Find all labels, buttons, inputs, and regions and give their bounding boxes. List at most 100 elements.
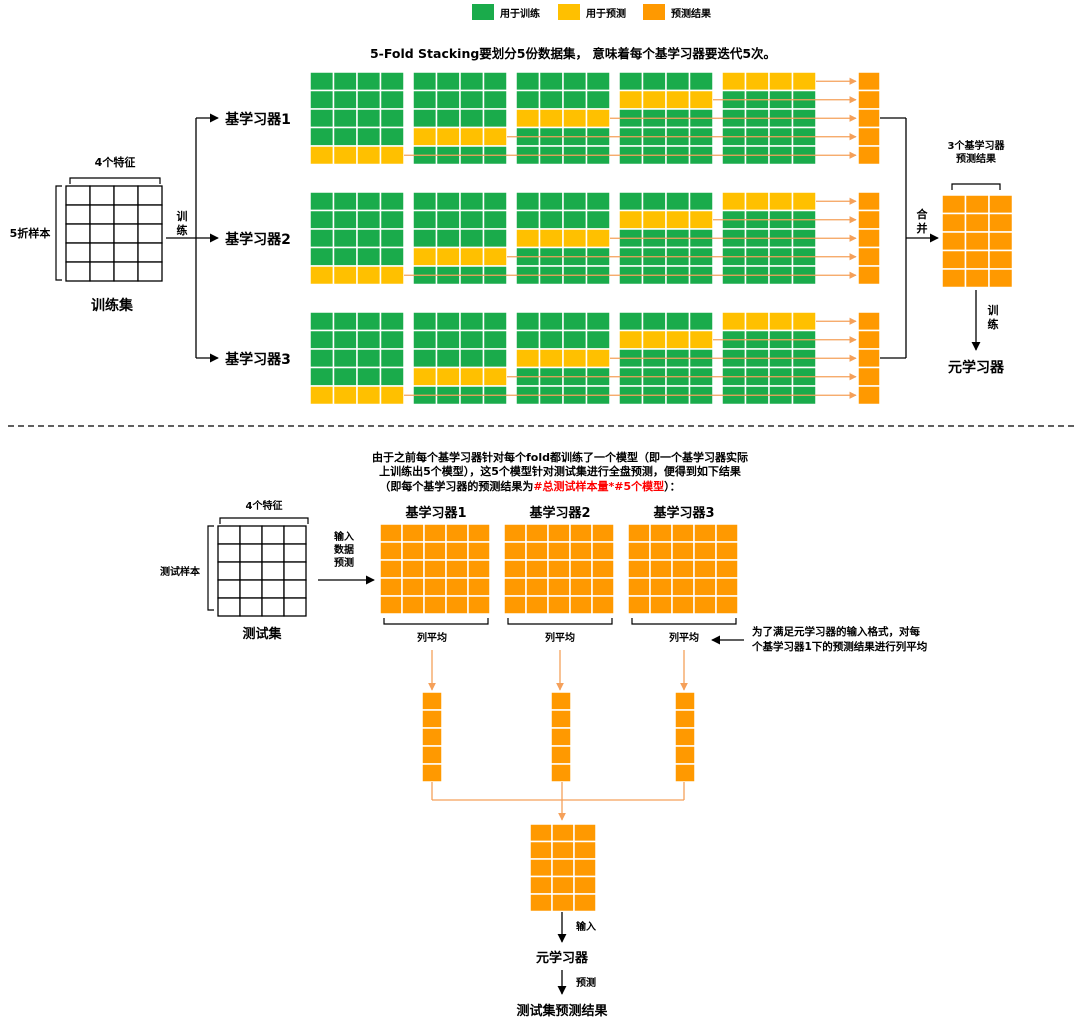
learner-2-fold-2-cell [482, 228, 508, 249]
averaged-column-1-cell [421, 727, 443, 747]
learner-1-fold-2-cell [435, 126, 461, 147]
learner-1-result-cell [857, 89, 881, 110]
learner-3-fold-3-cell [585, 348, 611, 369]
test-learner-1-prediction-cell [401, 577, 425, 597]
merge-connector [880, 117, 939, 359]
training-set-cell [65, 261, 91, 282]
learner-2-fold-4-cell [618, 191, 644, 212]
learner-1-fold-1-cell [309, 145, 335, 166]
learner-1-label: 基学习器1 [225, 111, 291, 128]
learner-3-fold-4-cell [618, 329, 644, 350]
learner-3-fold-5-cell [791, 311, 817, 332]
avg-arrows [428, 650, 688, 691]
learner-3-fold-1-cell [309, 366, 335, 387]
learner-3-fold-2-cell [412, 329, 438, 350]
legend-label-train: 用于训练 [499, 7, 540, 20]
test-set-cell [283, 525, 307, 545]
test-set-cell [239, 543, 263, 563]
learner-3-fold-3-cell [515, 311, 541, 332]
meta-input-cell [551, 858, 575, 878]
test-learner-2-prediction-cell [569, 541, 593, 561]
training-set-cell [137, 185, 163, 206]
test-learner-2-prediction-cell [569, 559, 593, 579]
test-set-cell [239, 597, 263, 617]
test-learner-1-prediction-cell [467, 595, 491, 615]
learner-1-fold-2-cell [459, 108, 485, 129]
test-learner-3-prediction-cell [627, 523, 651, 543]
learner-2-fold-2-cell [435, 191, 461, 212]
learner-2-fold-4-cell [688, 191, 714, 212]
learner-2-fold-1-cell [309, 265, 335, 286]
learner-2-result-cell [857, 228, 881, 249]
learner-1-fold-3-cell [538, 89, 564, 110]
learner-1-fold-2-cell [412, 108, 438, 129]
test-learner-1-prediction-cell [423, 559, 447, 579]
averaged-column-1-cell [421, 709, 443, 729]
test-learner-2-prediction-cell [503, 541, 527, 561]
test-set-cell [217, 543, 241, 563]
meta-input-cell [529, 875, 553, 895]
test-learner-2-prediction-cell [525, 541, 549, 561]
test-learner-3-prediction-cell [627, 559, 651, 579]
test-learner-2-prediction-cell [525, 559, 549, 579]
learner-2-fold-2-cell [412, 209, 438, 230]
learner-2-fold-1-cell [379, 228, 405, 249]
learner-2-result-cell [857, 191, 881, 212]
learner-3-fold-2-cell [482, 311, 508, 332]
training-set-cell [137, 204, 163, 225]
learner-3-fold-1-cell [332, 385, 358, 406]
learner-connectors [166, 113, 219, 363]
learner-1-fold-3-cell [515, 89, 541, 110]
learner-2-fold-1-cell [332, 191, 358, 212]
col-avg-label-3: 列平均 [669, 631, 699, 644]
merged-label-2: 预测结果 [956, 152, 997, 165]
training-set-cell [65, 185, 91, 206]
test-learner-1-prediction-cell [467, 541, 491, 561]
learner-3-fold-1-cell [356, 329, 382, 350]
learner-2-fold-5-cell [721, 191, 747, 212]
averaged-column-3-cell [674, 709, 696, 729]
learner-2-fold-2-cell [435, 228, 461, 249]
learner-2-fold-2-cell [435, 209, 461, 230]
merge-word-2: 并 [917, 221, 928, 235]
learner-3-fold-4-cell [641, 311, 667, 332]
learner-2-fold-1-cell [309, 191, 335, 212]
learner-3-fold-3-cell [515, 329, 541, 350]
test-learner-3-prediction-cell [649, 523, 673, 543]
learner-3-fold-2-cell [482, 329, 508, 350]
test-learner-2-prediction-cell [547, 541, 571, 561]
training-set-grid [65, 185, 163, 282]
merged-prediction-cell [988, 212, 1014, 233]
test-learner-2-prediction-cell [525, 523, 549, 543]
input-word-3: 预测 [334, 556, 354, 569]
learner-3-fold-4-cell [665, 329, 691, 350]
learner-1-fold-4-cell [665, 71, 691, 92]
learner-1-fold-2-cell [435, 89, 461, 110]
learner-2-fold-3-cell [585, 228, 611, 249]
learner-2-fold-1-cell [332, 209, 358, 230]
meta-predict-word: 预测 [576, 976, 596, 989]
meta-input-grid [529, 823, 597, 913]
meta-input-cell [573, 840, 597, 860]
meta-input-cell [529, 858, 553, 878]
meta-input-cell [573, 823, 597, 843]
learner-3-fold-1-cell [379, 329, 405, 350]
test-learner-3-prediction-cell [649, 577, 673, 597]
test-learner-1-label: 基学习器1 [404, 505, 466, 521]
test-learner-2-prediction-cell [503, 523, 527, 543]
learner-2-fold-3-cell [585, 209, 611, 230]
learner-3-fold-1-cell [332, 329, 358, 350]
meta-input-cell [529, 823, 553, 843]
averaged-column-1-cell [421, 745, 443, 765]
learner-2-fold-2-cell [412, 228, 438, 249]
legend-label-predict: 用于预测 [585, 7, 626, 20]
learner-1-fold-4-cell [618, 71, 644, 92]
learner-2-fold-2-cell [435, 246, 461, 267]
learner-1-fold-1-cell [332, 145, 358, 166]
test-set-cell [283, 561, 307, 581]
meta-input-word: 输入 [576, 920, 596, 933]
train-word-2: 练 [177, 223, 188, 237]
learner-1-fold-1-cell [379, 145, 405, 166]
learner-2-fold-3-cell [538, 228, 564, 249]
meta-input-cell [551, 823, 575, 843]
